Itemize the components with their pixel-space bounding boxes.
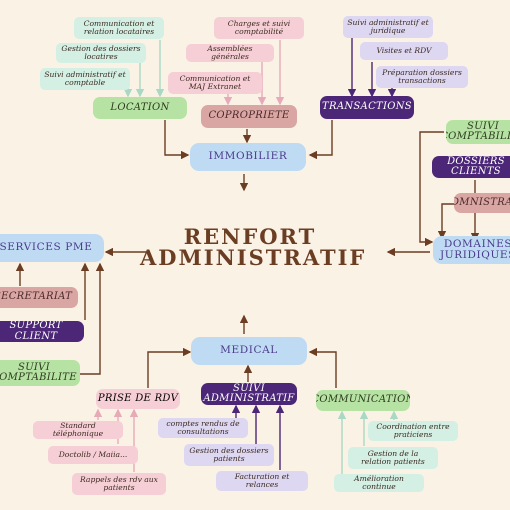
leaf-communication-3: Amélioration continue (334, 474, 424, 492)
leaf-location-3: Suivi administratif et comptable (40, 68, 130, 90)
node-location[interactable]: LOCATION (93, 97, 187, 119)
node-transactions[interactable]: TRANSACTIONS (320, 96, 414, 119)
leaf-rdv-3: Rappels des rdv aux patients (72, 473, 166, 495)
diagram-title: RENFORT ADMINISTRATIF (140, 224, 367, 270)
node-secretariat[interactable]: SECRETARIAT (0, 287, 78, 308)
title-line-1: RENFORT (183, 224, 317, 249)
leaf-location-1: Communication et relation locataires (74, 17, 164, 39)
node-suivi-comptabilite-juridique[interactable]: SUIVI COMPTABILITE (446, 120, 510, 144)
leaf-communication-1: Coordination entre praticiens (368, 421, 458, 441)
hub-domaines-juridiques[interactable]: DOMAINES JURIDIQUES (433, 236, 510, 264)
leaf-transactions-2: Visites et RDV (360, 42, 448, 60)
leaf-copro-2: Assemblées générales (186, 44, 274, 62)
leaf-communication-2: Gestion de la relation patients (348, 447, 438, 469)
node-support-client[interactable]: SUPPORT CLIENT (0, 321, 84, 342)
hub-medical[interactable]: MEDICAL (191, 337, 307, 365)
node-copropriete[interactable]: COPROPRIETE (201, 105, 297, 128)
leaf-rdv-1: Standard téléphonique (33, 421, 123, 439)
node-communication[interactable]: COMMUNICATION (316, 390, 410, 411)
leaf-copro-1: Charges et suivi comptabilité (214, 17, 304, 39)
leaf-transactions-1: Suivi administratif et juridique (343, 16, 433, 38)
leaf-transactions-3: Préparation dossiers transactions (376, 66, 468, 88)
leaf-rdv-2: Doctolib / Maiia... (48, 446, 138, 464)
node-suivi-comptabilite-pme[interactable]: SUIVI COMPTABILITE (0, 360, 80, 386)
node-administratif[interactable]: ADMNISTRATIF (454, 193, 510, 213)
leaf-suivi-3: Facturation et relances (216, 471, 308, 491)
leaf-location-2: Gestion des dossiers locatires (56, 43, 146, 63)
node-dossiers-clients[interactable]: DOSSIERS CLIENTS (432, 156, 510, 178)
leaf-suivi-2: Gestion des dossiers patients (184, 444, 274, 466)
node-suivi-administratif[interactable]: SUIVI ADMINISTRATIF (201, 383, 297, 405)
node-prise-de-rdv[interactable]: PRISE DE RDV (96, 389, 180, 409)
leaf-copro-3: Communication et MAJ Extranet (168, 72, 262, 94)
leaf-suivi-1: comptes rendus de consultations (158, 418, 248, 438)
hub-immobilier[interactable]: IMMOBILIER (190, 143, 306, 171)
hub-services-pme[interactable]: SERVICES PME (0, 234, 104, 262)
title-line-2: ADMINISTRATIF (140, 245, 367, 270)
